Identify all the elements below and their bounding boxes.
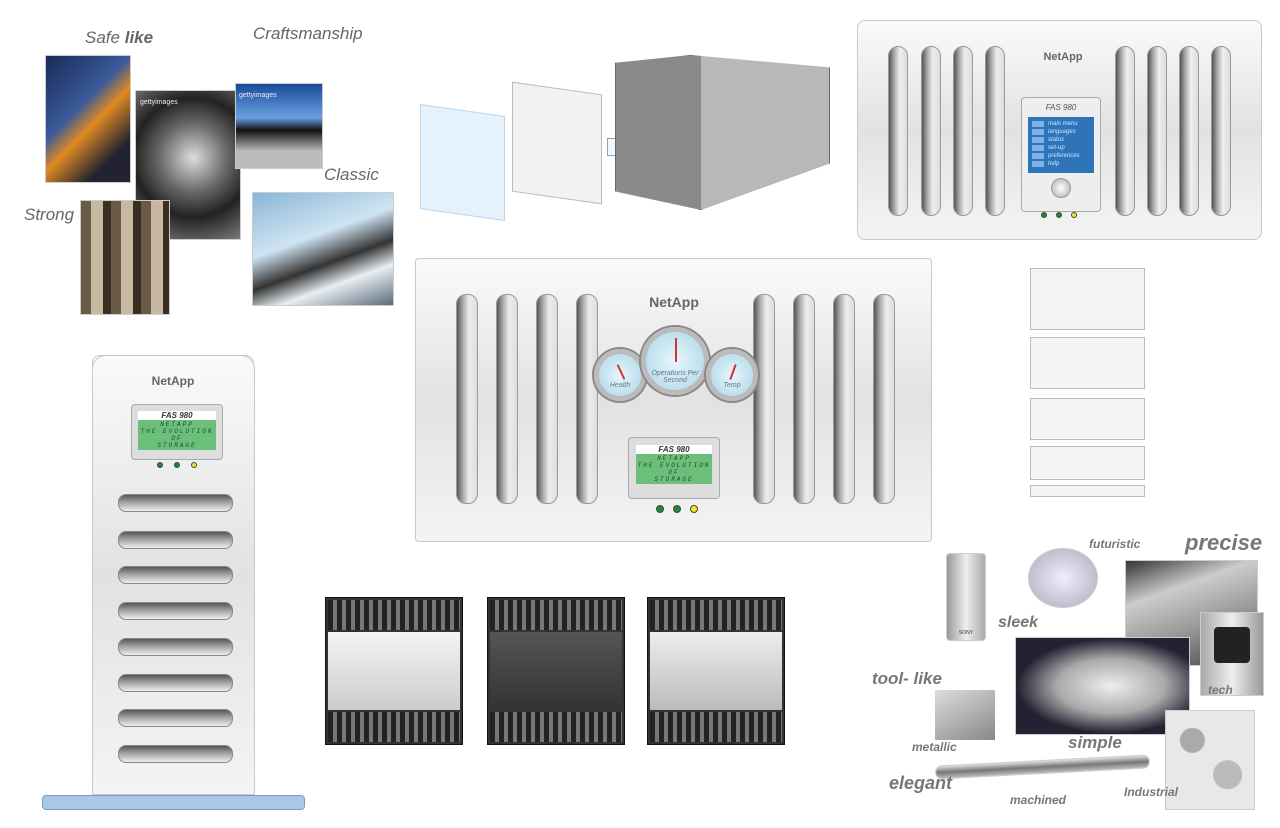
rack-dark — [487, 597, 625, 745]
word-tool-like: tool- like — [872, 669, 942, 688]
led-green — [157, 462, 163, 468]
touch-screen: FAS 980 main menu languages status set-u… — [1021, 97, 1101, 212]
rack-light — [325, 597, 463, 745]
menu-item[interactable]: languages — [1032, 129, 1090, 135]
word-craftsmanship: Craftsmanship — [253, 24, 363, 43]
menu-list: main menu languages status set-up prefer… — [1028, 117, 1094, 173]
led-yellow — [1071, 212, 1077, 218]
netapp-logo: NetApp — [151, 374, 195, 388]
photo-classic-car: gettyimages — [235, 83, 323, 169]
menu-item[interactable]: help — [1032, 161, 1090, 167]
word-metallic: metallic — [912, 740, 957, 754]
variant-thumbnail — [1030, 398, 1145, 440]
menu-item[interactable]: main menu — [1032, 121, 1090, 127]
rack-medium — [647, 597, 785, 745]
word-industrial: Industrial — [1124, 785, 1179, 799]
led-green — [174, 462, 180, 468]
photo-pen — [934, 754, 1151, 780]
word-precise: precise — [1185, 530, 1263, 555]
led-yellow — [690, 505, 698, 513]
netapp-logo: NetApp — [1043, 51, 1083, 63]
word-futuristic: futuristic — [1089, 537, 1141, 551]
variant-thumbnail — [1030, 337, 1145, 389]
variant-thumbnail — [1030, 268, 1145, 330]
word-strong: Strong — [24, 205, 75, 224]
control-knob[interactable] — [1051, 178, 1071, 198]
led-yellow — [191, 462, 197, 468]
photo-voice-recorder: SONY — [946, 553, 986, 641]
photo-watch — [1200, 612, 1264, 696]
photo-cd-player — [1028, 548, 1098, 608]
menu-item[interactable]: status — [1032, 137, 1090, 143]
word-elegant: elegant — [889, 773, 953, 793]
word-simple: simple — [1068, 733, 1122, 752]
led-green — [673, 505, 681, 513]
netapp-logo: NetApp — [649, 294, 699, 310]
led-green — [656, 505, 664, 513]
led-green — [1041, 212, 1047, 218]
menu-item[interactable]: preferences — [1032, 153, 1090, 159]
gauge-health: Health — [594, 349, 646, 401]
photo-knobs — [1165, 710, 1255, 810]
word-safe-like: Safe like — [85, 28, 154, 47]
word-tech: tech — [1208, 683, 1233, 697]
exploded-chassis — [615, 55, 830, 210]
photo-foundry — [45, 55, 131, 183]
word-sleek: sleek — [998, 614, 1039, 631]
variant-thumbnail — [1030, 446, 1145, 480]
word-classic: Classic — [324, 165, 379, 184]
led-green — [1056, 212, 1062, 218]
front-render-menu-screen: NetApp FAS 980 main menu languages statu… — [857, 20, 1262, 240]
exploded-frame — [512, 81, 602, 205]
gauge-operations: Operations Per Second — [641, 327, 709, 395]
photo-sports-car — [1015, 637, 1190, 735]
photo-columns — [80, 200, 170, 315]
front-render-gauges: NetApp Health Operations Per Second Temp… — [415, 258, 932, 542]
menu-item[interactable]: set-up — [1032, 145, 1090, 151]
tower-base — [42, 795, 305, 810]
photo-laptop — [935, 690, 995, 740]
exploded-front-bezel — [420, 104, 505, 221]
word-machined: machined — [1010, 793, 1067, 807]
variant-thumbnail — [1030, 485, 1145, 497]
photo-plane — [252, 192, 394, 306]
gauge-temp: Temp — [706, 349, 758, 401]
